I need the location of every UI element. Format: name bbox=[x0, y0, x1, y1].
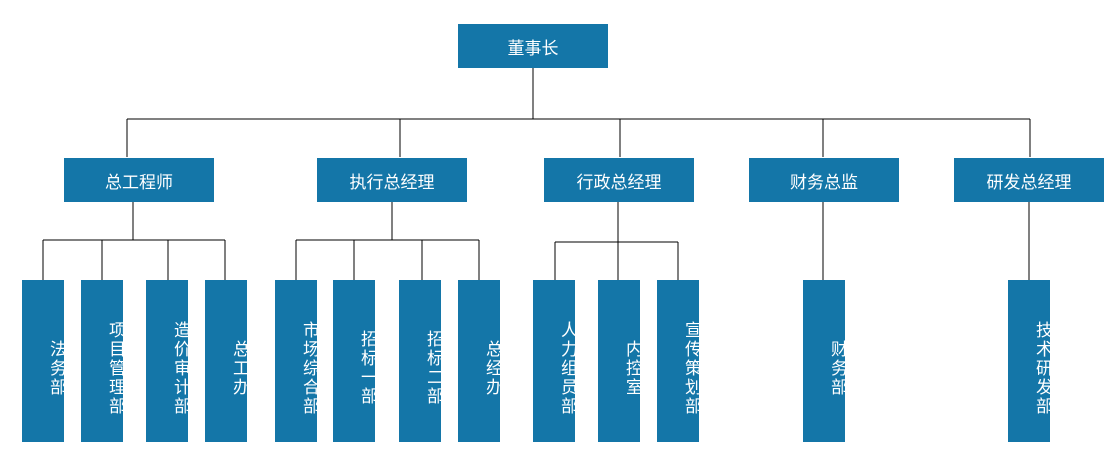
dept-chief-engineer-office: 总工办 bbox=[205, 280, 249, 442]
node-finance-director: 财务总监 bbox=[749, 158, 899, 202]
dept-label: 宣传策划部 bbox=[681, 320, 701, 416]
dept-label: 法务部 bbox=[46, 339, 66, 397]
dept-bidding-2: 招标二部 bbox=[399, 280, 443, 442]
dept-label: 技术研发部 bbox=[1032, 320, 1052, 416]
node-chairman-label: 董事长 bbox=[507, 38, 559, 59]
dept-label: 招标一部 bbox=[357, 330, 377, 406]
dept-internal-control: 内控室 bbox=[598, 280, 642, 442]
dept-publicity: 宣传策划部 bbox=[657, 280, 701, 442]
node-chief-engineer: 总工程师 bbox=[64, 158, 214, 202]
dept-hr: 人力组员部 bbox=[533, 280, 577, 442]
dept-label: 人力组员部 bbox=[557, 320, 577, 416]
dept-bidding-1: 招标一部 bbox=[333, 280, 377, 442]
node-label: 行政总经理 bbox=[576, 172, 662, 193]
dept-project-management: 项目管理部 bbox=[81, 280, 125, 442]
dept-finance: 财务部 bbox=[803, 280, 847, 442]
dept-label: 项目管理部 bbox=[105, 320, 125, 416]
dept-market: 市场综合部 bbox=[275, 280, 319, 442]
dept-label: 造价审计部 bbox=[170, 320, 190, 416]
dept-label: 财务部 bbox=[827, 339, 847, 397]
dept-legal: 法务部 bbox=[22, 280, 66, 442]
dept-gm-office: 总经办 bbox=[458, 280, 502, 442]
node-chairman: 董事长 bbox=[458, 24, 608, 68]
dept-label: 总经办 bbox=[482, 339, 502, 397]
node-rnd-gm: 研发总经理 bbox=[954, 158, 1104, 202]
dept-label: 总工办 bbox=[229, 339, 249, 397]
dept-label: 市场综合部 bbox=[299, 320, 319, 416]
node-label: 财务总监 bbox=[790, 172, 858, 193]
dept-label: 招标二部 bbox=[423, 330, 443, 406]
dept-label: 内控室 bbox=[622, 339, 642, 397]
node-admin-gm: 行政总经理 bbox=[544, 158, 694, 202]
node-label: 总工程师 bbox=[105, 172, 173, 193]
node-executive-gm: 执行总经理 bbox=[317, 158, 467, 202]
dept-cost-audit: 造价审计部 bbox=[146, 280, 190, 442]
dept-rnd: 技术研发部 bbox=[1008, 280, 1052, 442]
node-label: 执行总经理 bbox=[349, 172, 435, 193]
node-label: 研发总经理 bbox=[986, 172, 1072, 193]
